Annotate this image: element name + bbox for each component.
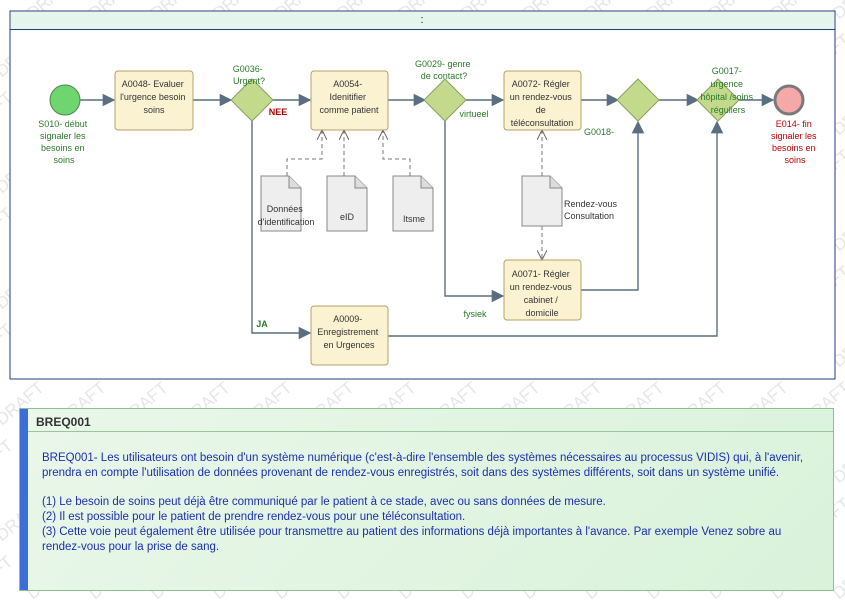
requirement-note[interactable]: BREQ001 BREQ001- Les utilisateurs ont be… — [19, 408, 834, 591]
gateway-g0018-label: G0018- — [584, 127, 614, 137]
data-object-donnees[interactable]: Données d'identification — [258, 175, 315, 232]
task-a0072-label: A0072- Régler un rendez-vous de télécons… — [510, 79, 575, 128]
note-body: BREQ001- Les utilisateurs ont besoin d'u… — [42, 451, 822, 555]
data-object-eid-label: eID — [340, 212, 355, 222]
flow-label-virtueel: virtueel — [459, 109, 488, 119]
task-a0071[interactable]: A0071- Régler un rendez-vous cabinet / d… — [503, 259, 582, 321]
data-object-rdv[interactable]: Rendez-vous Consultation — [521, 175, 620, 227]
sequence-flows — [80, 93, 775, 340]
task-a0048[interactable]: A0048- Evaluer l'urgence besoin soins — [114, 70, 194, 131]
task-a0071-label: A0071- Régler un rendez-vous cabinet / d… — [510, 269, 575, 318]
data-associations — [286, 131, 542, 259]
note-item: (2) Il est possible pour le patient de p… — [42, 511, 466, 523]
note-accent-bar — [20, 409, 28, 590]
data-object-donnees-label: Données d'identification — [258, 204, 315, 227]
start-event[interactable]: S010- début signaler les besoins en soin… — [38, 84, 90, 165]
task-a0072[interactable]: A0072- Régler un rendez-vous de télécons… — [503, 70, 582, 131]
gateway-g0018[interactable]: G0018- — [584, 78, 660, 137]
task-a0054[interactable]: A0054- Idenitifier comme patient — [310, 70, 389, 131]
data-object-eid[interactable]: eID — [326, 175, 368, 232]
note-item: (3) Cette voie peut également être utili… — [42, 526, 782, 553]
note-paragraph: BREQ001- Les utilisateurs ont besoin d'u… — [42, 452, 804, 479]
end-event-label: E014- fin signaler les besoins en soins — [771, 119, 819, 165]
note-title: BREQ001 — [36, 415, 91, 429]
flow-g0036-a0009 — [251, 121, 312, 340]
task-a0009[interactable]: A0009- Enregistrement en Urgences — [310, 305, 389, 366]
start-event-label: S010- début signaler les besoins en soin… — [38, 119, 90, 165]
end-event[interactable]: E014- fin signaler les besoins en soins — [771, 84, 819, 165]
gateway-g0029[interactable]: G0029- genre de contact? — [415, 59, 473, 122]
flow-label-fysiek: fysiek — [463, 309, 487, 319]
note-divider — [28, 431, 833, 432]
flow-label-nee: NEE — [269, 107, 288, 117]
task-a0009-label: A0009- Enregistrement en Urgences — [317, 314, 381, 350]
data-object-rdv-label: Rendez-vous Consultation — [564, 199, 620, 221]
gateway-g0017[interactable]: G0017- urgence hôpital /soins réguliers — [696, 66, 756, 122]
flow-a0071-g0018 — [581, 120, 645, 291]
note-items: (1) Le besoin de soins peut déjà être co… — [42, 495, 822, 555]
data-object-itsme-label: Itsme — [403, 214, 425, 224]
assoc-donnees-a0054 — [286, 131, 322, 176]
assoc-itsme-a0054 — [383, 131, 411, 176]
task-a0054-label: A0054- Idenitifier comme patient — [319, 79, 379, 115]
flow-a0009-g0017 — [388, 120, 724, 337]
gateway-g0036[interactable]: G0036- Urgent? — [230, 64, 274, 122]
gateway-g0036-label: G0036- Urgent? — [233, 64, 266, 86]
gateway-g0017-label: G0017- urgence hôpital /soins réguliers — [700, 66, 755, 115]
gateway-g0029-label: G0029- genre de contact? — [415, 59, 473, 81]
pool-label: : — [420, 14, 423, 26]
flow-g0029-a0071 — [444, 121, 505, 303]
data-object-itsme[interactable]: Itsme — [392, 175, 434, 232]
flow-label-ja: JA — [256, 319, 268, 329]
task-a0048-label: A0048- Evaluer l'urgence besoin soins — [120, 79, 188, 115]
note-item: (1) Le besoin de soins peut déjà être co… — [42, 496, 606, 508]
